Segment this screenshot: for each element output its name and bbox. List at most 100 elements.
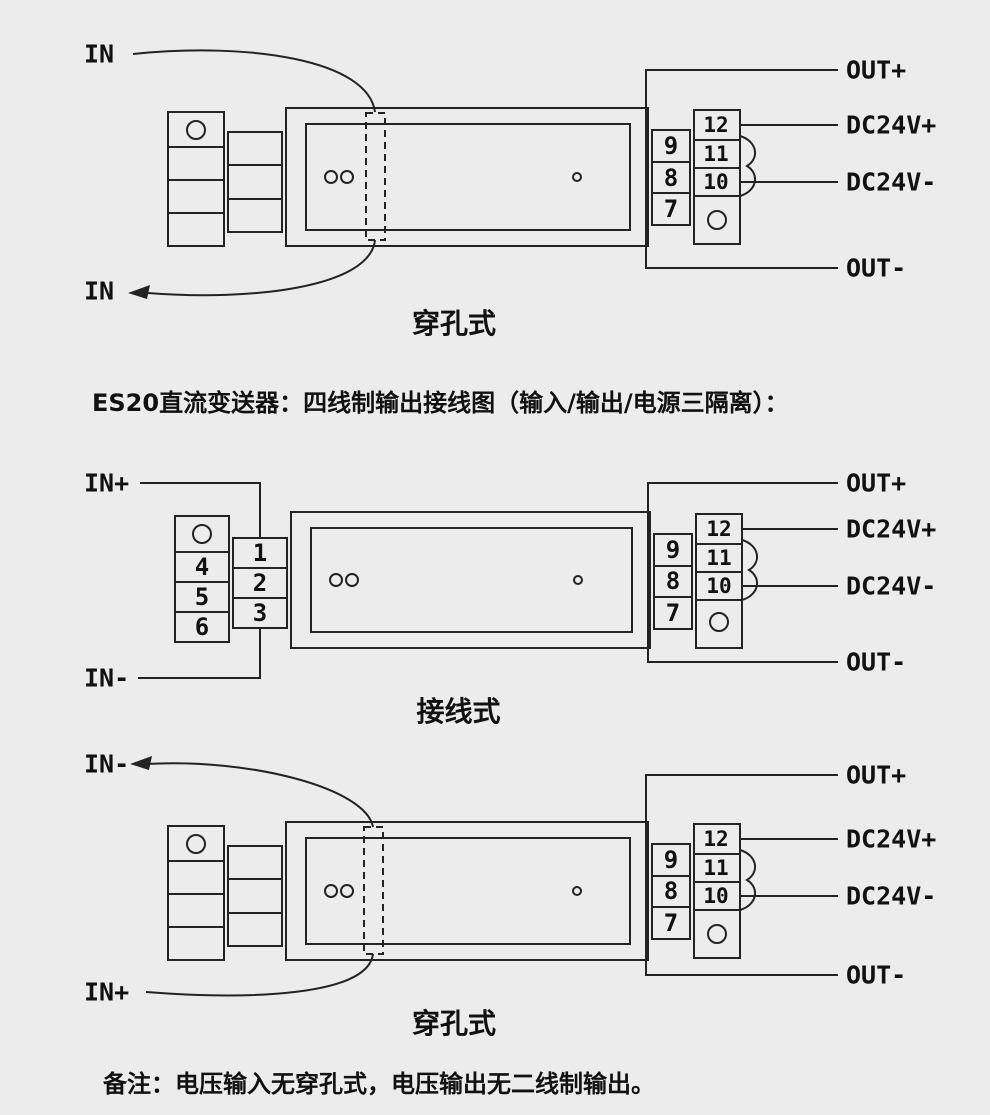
arrowhead-icon (130, 756, 152, 770)
output-wire (645, 774, 838, 976)
input-label-bottom: IN- (84, 664, 129, 693)
through-hole-dashed (363, 826, 384, 955)
dc24v-minus-label: DC24V- (846, 168, 936, 197)
power-block-dividers (694, 853, 740, 911)
section-title: ES20直流变送器：四线制输出接线图（输入/输出/电源三隔离）： (92, 389, 789, 417)
input-label-bottom: IN (84, 277, 114, 306)
strip-dividers (654, 565, 692, 598)
diagram2-caption: 接线式 (416, 695, 501, 728)
terminal-8: 8 (664, 877, 678, 905)
diagram3-caption: 穿孔式 (411, 1007, 496, 1040)
out-plus-label: OUT+ (846, 469, 906, 498)
left-column-dividers (233, 567, 287, 599)
indicator-dot-icon (572, 886, 582, 896)
screw-hole-icon (707, 210, 727, 230)
terminal-11: 11 (703, 142, 728, 166)
terminal-7: 7 (666, 599, 680, 627)
terminal-9: 9 (664, 132, 678, 160)
din-clip-icon (741, 539, 758, 601)
terminal-12: 12 (703, 113, 728, 137)
screw-hole-icon (707, 924, 727, 944)
left-terminal-column (227, 131, 283, 233)
device-body (285, 107, 649, 247)
terminal-11: 11 (706, 546, 731, 570)
terminal-12: 12 (703, 827, 728, 851)
left-terminal-column (227, 845, 283, 947)
power-terminal-block (693, 823, 741, 959)
left-column-dividers (228, 878, 282, 914)
diagram1-caption: 穿孔式 (411, 307, 496, 340)
terminal-10: 10 (703, 170, 728, 194)
input-label-top: IN- (84, 750, 129, 779)
terminal-11: 11 (703, 856, 728, 880)
diagram-through-hole-top: IN IN OUT+ DC24V+ DC24V- OUT- 9 8 7 12 1… (84, 40, 936, 306)
left-block-dividers (175, 551, 229, 613)
screw-hole-icon (192, 524, 212, 544)
input-label-bottom: IN+ (84, 978, 129, 1007)
indicator-dot-icon (340, 170, 354, 184)
device-body (285, 821, 649, 961)
output-terminal-strip (651, 843, 691, 940)
output-wire (645, 69, 838, 269)
terminal-1: 1 (253, 539, 267, 567)
input-plus-wire (140, 482, 261, 538)
power-block-dividers (696, 543, 742, 601)
out-minus-label: OUT- (846, 648, 906, 677)
dc24v-plus-label: DC24V+ (846, 825, 936, 854)
terminal-12: 12 (706, 517, 731, 541)
strip-dividers (652, 161, 690, 194)
terminal-6: 6 (195, 613, 209, 641)
diagram-wired-type: IN+ IN- OUT+ DC24V+ DC24V- OUT- 4 5 6 1 … (84, 469, 936, 693)
terminal-7: 7 (664, 195, 678, 223)
screw-hole-icon (186, 834, 206, 854)
terminal-9: 9 (664, 846, 678, 874)
output-terminal-strip (653, 533, 693, 630)
terminal-10: 10 (706, 574, 731, 598)
diagram-through-hole-bottom: IN- IN+ OUT+ DC24V+ DC24V- OUT- 9 8 7 12… (84, 750, 936, 1007)
din-clip-icon (739, 135, 756, 197)
indicator-dot-icon (573, 575, 583, 585)
input-label-top: IN+ (84, 469, 129, 498)
out-minus-label: OUT- (846, 961, 906, 990)
left-block-dividers (168, 860, 224, 928)
out-plus-label: OUT+ (846, 56, 906, 85)
terminal-8: 8 (666, 567, 680, 595)
dc24v-plus-label: DC24V+ (846, 111, 936, 140)
device-body (290, 511, 651, 649)
left-column-dividers (228, 164, 282, 200)
terminal-10: 10 (703, 884, 728, 908)
input-wire-top (145, 762, 374, 828)
input-wire-top (132, 49, 376, 113)
terminal-7: 7 (664, 909, 678, 937)
input-minus-wire (138, 628, 261, 679)
output-terminal-strip (651, 129, 691, 226)
output-wire (647, 482, 838, 663)
input-wire-bottom (145, 953, 374, 997)
out-plus-label: OUT+ (846, 761, 906, 790)
power-block-dividers (694, 139, 740, 197)
note-text: 备注：电压输入无穿孔式，电压输出无二线制输出。 (103, 1070, 655, 1098)
left-block-dividers (168, 146, 224, 214)
strip-dividers (652, 875, 690, 908)
left-terminal-column (232, 537, 288, 629)
indicator-dot-icon (329, 573, 343, 587)
out-minus-label: OUT- (846, 254, 906, 283)
terminal-9: 9 (666, 536, 680, 564)
screw-hole-icon (186, 120, 206, 140)
indicator-dot-icon (340, 884, 354, 898)
terminal-5: 5 (195, 583, 209, 611)
device-faceplate (305, 123, 631, 231)
indicator-dot-icon (345, 573, 359, 587)
arrowhead-icon (128, 285, 150, 299)
terminal-4: 4 (195, 553, 209, 581)
terminal-3: 3 (253, 599, 267, 627)
dc24v-minus-label: DC24V- (846, 572, 936, 601)
screw-hole-icon (709, 612, 729, 632)
terminal-8: 8 (664, 164, 678, 192)
device-faceplate (310, 527, 633, 633)
left-end-block (174, 515, 230, 643)
din-clip-icon (739, 849, 756, 911)
power-terminal-block (693, 109, 741, 245)
through-hole-dashed (365, 112, 386, 241)
